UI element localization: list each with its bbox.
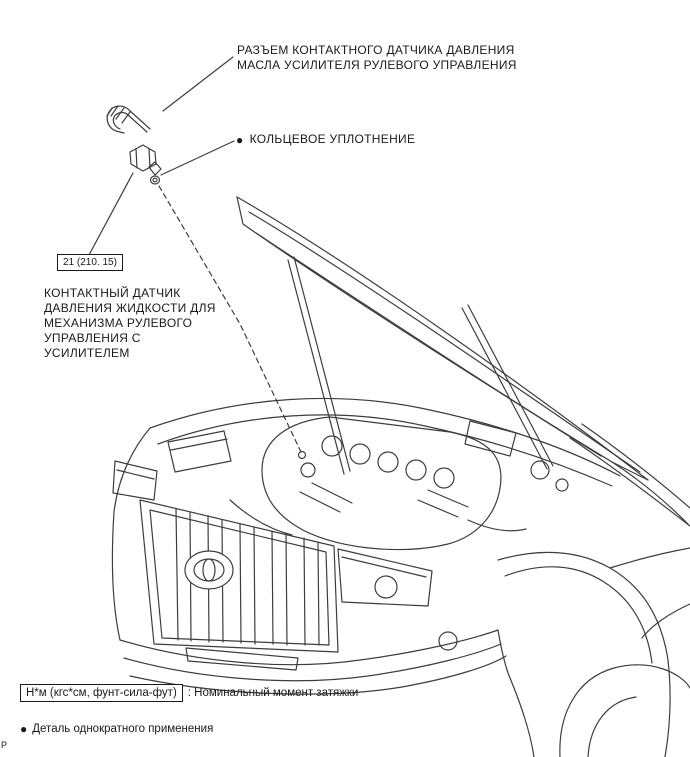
- torque-spec-box: 21 (210. 15): [57, 254, 123, 271]
- engine-bay-rim: [113, 397, 621, 513]
- location-dashed-line: [158, 185, 302, 453]
- torque-legend: Н*м (кгс*см, фунт-сила-фут) : Номинальны…: [20, 684, 358, 702]
- hood-struts: [287, 256, 554, 475]
- connector-leader-line: [162, 56, 234, 112]
- sensor-connector-drawing: [106, 105, 151, 134]
- pressure-sensor-drawing: [129, 144, 162, 176]
- sensor-location-mark: [297, 450, 307, 460]
- engine-bay-components: [167, 420, 569, 536]
- nonreusable-bullet-icon: ●: [20, 722, 28, 736]
- engine-drawing: [261, 416, 502, 551]
- torque-leader-line: [88, 172, 134, 256]
- front-fender-wheel: [497, 547, 690, 757]
- torque-legend-text: : Номинальный момент затяжки: [187, 687, 359, 699]
- headlights: [112, 460, 433, 607]
- hood-open: [236, 196, 649, 481]
- toyota-emblem: [184, 550, 234, 590]
- torque-unit-box: Н*м (кгс*см, фунт-сила-фут): [20, 684, 183, 702]
- sensor-label: КОНТАКТНЫЙ ДАТЧИК ДАВЛЕНИЯ ЖИДКОСТИ ДЛЯ …: [44, 286, 216, 360]
- o-ring-drawing: [149, 175, 161, 185]
- oring-label: ● КОЛЬЦЕВОЕ УПЛОТНЕНИЕ: [236, 132, 415, 147]
- page-corner-mark: P: [1, 740, 8, 750]
- oring-leader-line: [160, 140, 235, 176]
- connector-label: РАЗЪЕМ КОНТАКТНОГО ДАТЧИКА ДАВЛЕНИЯ МАСЛ…: [237, 43, 517, 72]
- nonreusable-legend-text: Деталь однократного применения: [32, 723, 214, 735]
- leader-lines: [88, 56, 302, 453]
- nonreusable-legend: ● Деталь однократного применения: [20, 723, 213, 735]
- front-bumper: [111, 511, 507, 695]
- windshield-cowl: [569, 423, 690, 527]
- front-grille: [139, 499, 339, 653]
- oring-label-text: КОЛЬЦЕВОЕ УПЛОТНЕНИЕ: [249, 132, 416, 146]
- nonreusable-bullet-icon: ●: [236, 132, 244, 147]
